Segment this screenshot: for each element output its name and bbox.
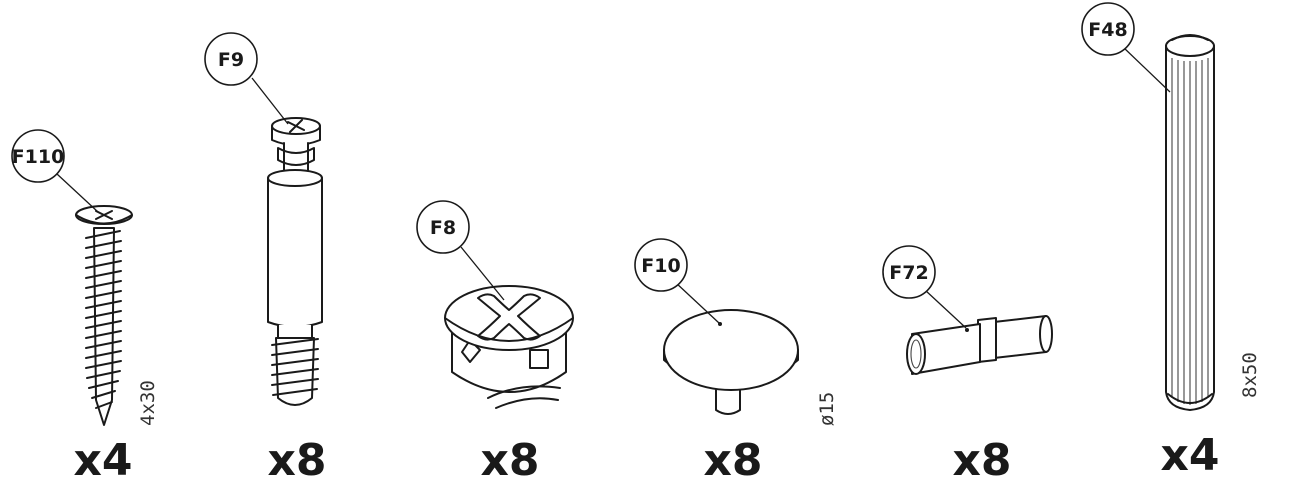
leader-line-f72 [924,289,967,329]
wooden-dowel-f48-drawing [1165,34,1215,411]
leader-line-f8 [460,246,505,301]
part-f48: F48 8x50 x4 [1081,2,1261,481]
id-label-f48: F48 [1088,19,1127,41]
quantity-label-f110: x4 [74,435,133,486]
cam-lock-f8-drawing [444,285,574,409]
id-label-f9: F9 [218,49,244,71]
quantity-label-f9: x8 [268,435,327,486]
leader-line-f110 [56,173,99,213]
quantity-label-f72: x8 [953,435,1012,486]
part-f8: F8 x8 [416,200,574,486]
part-f10: F10 ø15 x8 [634,238,838,486]
part-f72: F72 x8 [882,245,1053,486]
screw-f110-drawing [75,205,133,426]
dimension-label-f10: ø15 [816,392,838,426]
leader-line-f10 [674,281,720,324]
cam-bolt-f9-drawing [267,117,323,406]
id-bubble-f9 [204,32,258,86]
dimension-label-f110: 4x30 [137,380,159,426]
connector-pin-f72-drawing [906,315,1053,375]
part-f110: F110 4x30 x4 [11,129,159,486]
id-label-f110: F110 [12,146,65,168]
id-bubble-f48 [1081,2,1135,56]
quantity-label-f8: x8 [481,435,540,486]
dimension-label-f48: 8x50 [1239,352,1261,398]
id-bubble-f110 [11,129,65,183]
quantity-label-f48: x4 [1161,430,1220,481]
cover-cap-f10-drawing [663,309,799,415]
id-bubble-f72 [882,245,936,299]
leader-line-f48 [1122,46,1171,93]
id-label-f72: F72 [889,262,928,284]
quantity-label-f10: x8 [704,435,763,486]
leader-line-f9 [251,77,289,125]
id-bubble-f10 [634,238,688,292]
id-bubble-f8 [416,200,470,254]
id-label-f8: F8 [430,217,456,239]
id-label-f10: F10 [641,255,680,277]
part-f9: F9 x8 [204,32,327,486]
